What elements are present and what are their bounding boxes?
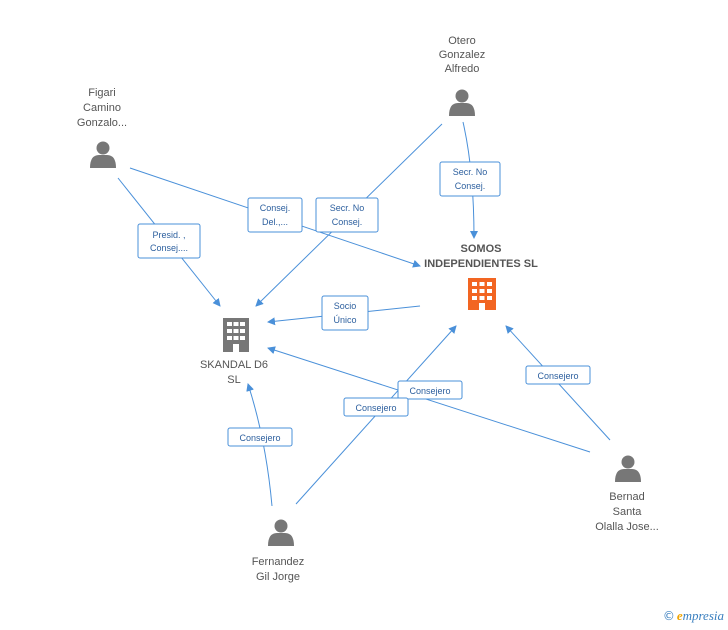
svg-text:Secr. No: Secr. No — [453, 167, 488, 177]
edge-label-bernad-somos[interactable]: Consejero — [525, 365, 591, 385]
svg-text:Fernandez: Fernandez — [252, 556, 305, 568]
svg-text:Camino: Camino — [83, 102, 121, 114]
svg-text:Santa: Santa — [613, 506, 643, 518]
edge-label-bernad-skandal[interactable]: Consejero — [397, 380, 463, 400]
svg-text:Otero: Otero — [448, 35, 476, 47]
svg-text:Olalla Jose...: Olalla Jose... — [595, 521, 659, 533]
svg-text:Figari: Figari — [88, 87, 116, 99]
svg-text:Consej.: Consej. — [260, 203, 291, 213]
svg-text:Consejero: Consejero — [537, 371, 578, 381]
person-icon — [268, 519, 294, 546]
svg-text:INDEPENDIENTES SL: INDEPENDIENTES SL — [424, 258, 538, 270]
svg-text:Consejero: Consejero — [409, 386, 450, 396]
svg-text:Socio: Socio — [334, 301, 357, 311]
edge-label-figari-somos[interactable]: Consej. Del.,... — [247, 197, 303, 233]
svg-text:Consej.: Consej. — [332, 217, 363, 227]
svg-text:Bernad: Bernad — [609, 491, 644, 503]
person-icon — [90, 141, 116, 168]
svg-text:Alfredo: Alfredo — [445, 63, 480, 75]
svg-text:Consej.: Consej. — [455, 181, 486, 191]
edge-label-fernandez-skandal[interactable]: Consejero — [227, 427, 293, 447]
svg-text:Consejero: Consejero — [355, 403, 396, 413]
node-bernad[interactable]: Bernad Santa Olalla Jose... — [595, 455, 659, 534]
svg-text:Gonzalo...: Gonzalo... — [77, 117, 127, 129]
svg-text:Gonzalez: Gonzalez — [439, 49, 485, 61]
person-icon — [449, 89, 475, 116]
svg-text:SKANDAL D6: SKANDAL D6 — [200, 359, 268, 371]
edge-label-somos-skandal[interactable]: Socio Único — [321, 295, 369, 331]
svg-text:Gil Jorge: Gil Jorge — [256, 571, 300, 583]
node-skandal-d6[interactable]: SKANDAL D6 SL — [200, 318, 268, 386]
building-icon — [223, 318, 249, 352]
svg-text:Consej....: Consej.... — [150, 243, 188, 253]
building-icon — [468, 278, 496, 310]
copyright-icon: © — [662, 609, 675, 623]
node-somos-independientes[interactable]: SOMOS INDEPENDIENTES SL — [424, 243, 538, 310]
edge-bernad-skandal — [267, 346, 591, 453]
svg-text:Consejero: Consejero — [239, 433, 280, 443]
person-icon — [615, 455, 641, 482]
node-fernandez[interactable]: Fernandez Gil Jorge — [252, 519, 305, 584]
svg-text:SL: SL — [227, 374, 240, 386]
node-figari[interactable]: Figari Camino Gonzalo... — [77, 87, 127, 168]
svg-text:Del.,...: Del.,... — [262, 217, 288, 227]
empresia-logo[interactable]: ©empresia — [662, 608, 724, 623]
svg-text:Secr. No: Secr. No — [330, 203, 365, 213]
svg-text:SOMOS: SOMOS — [461, 243, 502, 255]
edge-label-otero-somos[interactable]: Secr. No Consej. — [439, 161, 501, 197]
svg-text:Presid. ,: Presid. , — [152, 230, 185, 240]
edge-label-otero-skandal[interactable]: Secr. No Consej. — [315, 197, 379, 233]
edge-label-figari-skandal[interactable]: Presid. , Consej.... — [137, 223, 201, 259]
svg-text:Único: Único — [333, 315, 356, 325]
node-otero[interactable]: Otero Gonzalez Alfredo — [439, 35, 485, 116]
edge-label-fernandez-somos[interactable]: Consejero — [343, 397, 409, 417]
